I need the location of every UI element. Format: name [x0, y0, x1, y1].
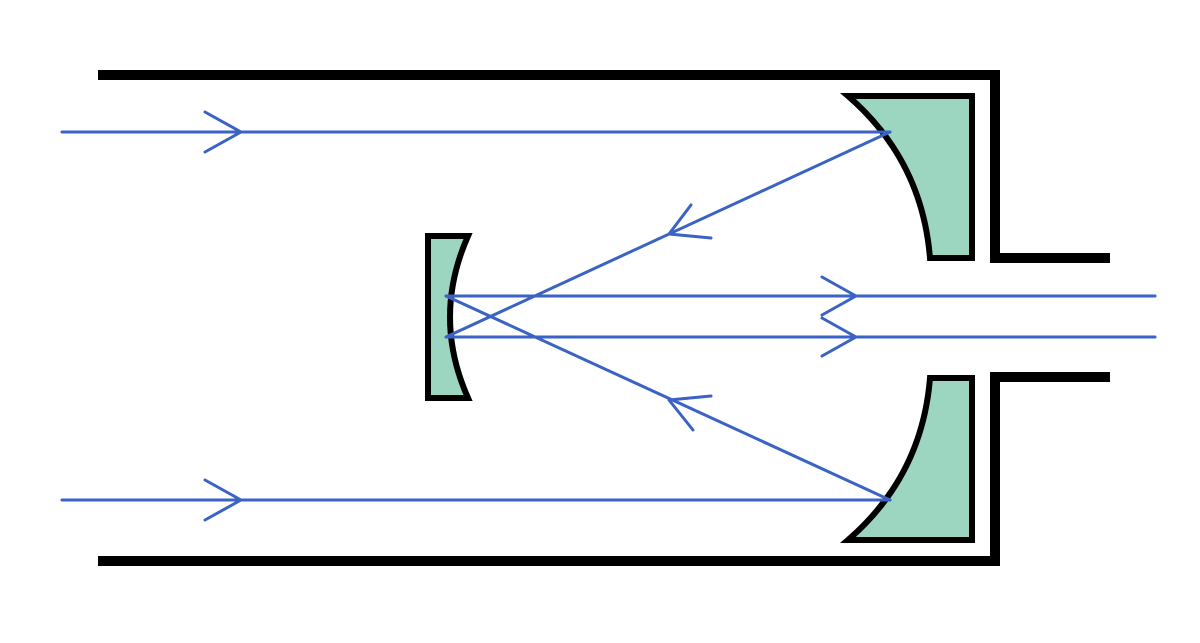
light-rays [60, 110, 1157, 522]
reflected-ray-bottom [444, 294, 892, 502]
arrowhead-icon [203, 478, 243, 522]
tube-lower-wall [98, 372, 1110, 566]
arrowhead-icon [667, 394, 713, 432]
arrowhead-icon [820, 316, 858, 358]
primary-mirror-lower [839, 375, 975, 543]
arrowhead-icon [203, 110, 243, 154]
arrowhead-icon [667, 203, 713, 240]
secondary-mirror [425, 233, 473, 401]
arrowhead-icon [820, 275, 858, 317]
telescope-tube [98, 70, 1110, 566]
primary-mirror-upper [839, 93, 975, 261]
tube-upper-wall [98, 70, 1110, 263]
